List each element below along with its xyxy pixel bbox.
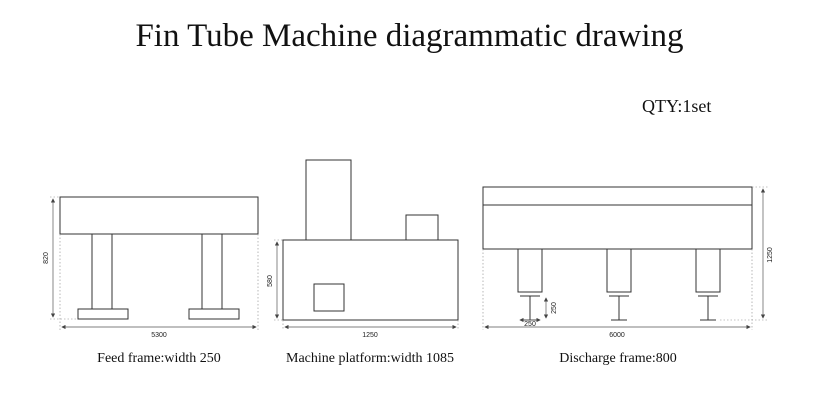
machine-platform-drawing: 580 1250 [267,159,459,339]
discharge-frame-caption: Discharge frame:800 [559,351,677,366]
platform-tower [305,159,352,241]
feed-frame-height-label: 820 [43,252,50,264]
discharge-frame-drawing: 250 250 1250 6000 [482,186,774,339]
feed-frame-foot-right [188,308,240,320]
platform-panel [313,283,345,312]
feed-frame-caption: Feed frame:width 250 [97,351,221,366]
page-title: Fin Tube Machine diagrammatic drawing [135,18,684,54]
discharge-length-label: 6000 [609,332,625,339]
feed-frame-length-label: 5300 [151,332,167,339]
feed-frame-leg-right [201,233,223,310]
discharge-height-label: 1250 [767,247,774,263]
machine-platform-caption: Machine platform:width 1085 [286,351,454,366]
discharge-support-width-label: 250 [524,321,536,328]
platform-top-box [405,214,439,241]
discharge-support-1 [517,248,543,293]
discharge-top-rail [482,186,753,206]
feed-frame-top-beam [59,196,259,235]
discharge-support-height-label: 250 [551,302,558,314]
discharge-main-beam [482,204,753,250]
platform-body [282,239,459,321]
feed-frame-drawing: 820 5300 [43,196,259,339]
discharge-support-2 [606,248,632,293]
feed-frame-leg-left [91,233,113,310]
platform-length-label: 1250 [362,332,378,339]
discharge-support-3 [695,248,721,293]
feed-frame-foot-left [77,308,129,320]
quantity-label: QTY:1set [642,96,712,116]
platform-height-label: 580 [267,275,274,287]
